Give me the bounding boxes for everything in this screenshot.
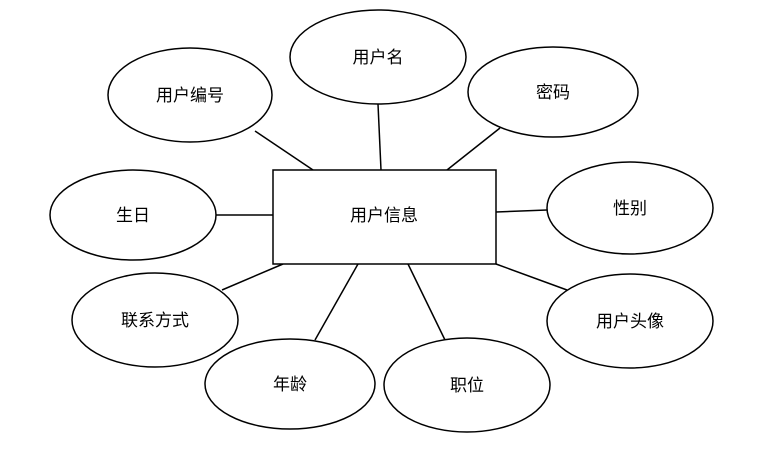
- attribute-birthday: [49, 169, 217, 261]
- attribute-label: 用户名: [353, 48, 404, 68]
- attribute-label: 性别: [613, 199, 647, 219]
- connector-position: [407, 263, 446, 341]
- connector-gender: [495, 209, 548, 213]
- attribute-label: 生日: [116, 206, 150, 226]
- entity-user-info: 用户信息: [272, 169, 497, 265]
- attribute-position: [383, 337, 551, 433]
- attribute-label: 年龄: [273, 375, 307, 395]
- connector-password: [446, 127, 501, 171]
- attribute-user-id: [107, 47, 273, 143]
- attribute-label: 职位: [450, 376, 484, 396]
- attribute-gender: [546, 161, 714, 255]
- connector-avatar: [495, 263, 568, 291]
- attribute-avatar: [546, 273, 714, 369]
- attribute-label: 用户编号: [156, 86, 224, 106]
- entity-label: 用户信息: [350, 206, 418, 226]
- connector-age: [314, 263, 359, 341]
- connectors: [216, 103, 568, 341]
- attribute-age: [204, 338, 376, 430]
- attribute-password: [467, 46, 639, 138]
- connector-username: [377, 103, 382, 171]
- connector-user-id: [254, 130, 314, 171]
- entity-box: [272, 169, 497, 265]
- attribute-label: 用户头像: [596, 312, 664, 332]
- attribute-username: [289, 9, 467, 105]
- connector-contact: [221, 263, 284, 291]
- attribute-label: 密码: [536, 83, 570, 103]
- attribute-label: 联系方式: [121, 311, 189, 331]
- attribute-contact: [71, 272, 239, 368]
